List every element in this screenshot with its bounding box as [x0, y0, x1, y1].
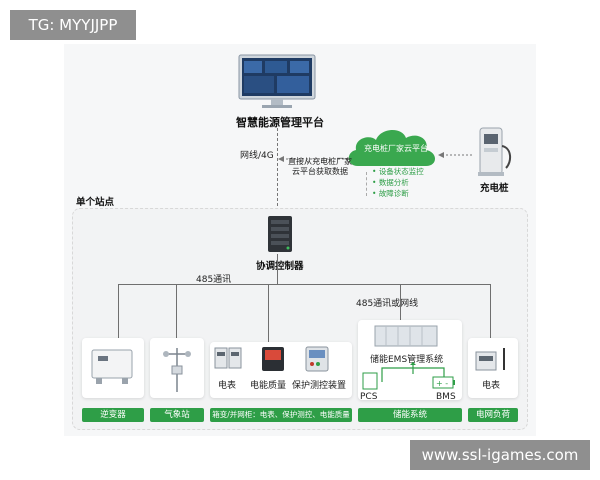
- link-platform-controller: [277, 128, 278, 216]
- cloud-source-note-2: 云平台获取数据: [292, 167, 348, 176]
- meter2-label: 电表: [482, 381, 501, 391]
- comm-485-net-label: 485通讯或网线: [356, 299, 419, 309]
- cloud-source-note-1: 直接从充电桩厂家: [288, 157, 352, 166]
- bus-drop: [400, 284, 401, 324]
- svg-text:+ -: + -: [436, 379, 448, 388]
- cloud-feature-item: • 设备状态监控: [372, 167, 424, 176]
- category-grid-load: 电网负荷: [468, 408, 518, 422]
- cloud-feature-box: [366, 172, 425, 196]
- cloud-platform-link: [278, 148, 348, 162]
- power-quality-label: 电能质量: [250, 381, 287, 391]
- station-title: 单个站点: [76, 197, 115, 208]
- cloud-feature-item: • 故障诊断: [372, 189, 409, 198]
- battery-icon: + -: [432, 374, 456, 389]
- watermark-bottom-right: www.ssl-igames.com: [410, 440, 590, 470]
- pcs-icon: [362, 372, 378, 390]
- pcs-bms-arrows: [378, 362, 448, 384]
- watermark-top-left: TG: MYYJJPP: [10, 10, 136, 40]
- charger-label: 充电桩: [480, 183, 509, 194]
- bms-label: BMS: [436, 392, 456, 402]
- category-grid-cabinet: 箱变/并网柜：电表、保护测控、电能质量: [210, 408, 352, 422]
- charger-cloud-link: [438, 144, 472, 158]
- bus-drop: [268, 284, 269, 342]
- charging-pile-icon: [472, 126, 518, 178]
- comm-485-label: 485通讯: [196, 275, 232, 285]
- meter-label: 电表: [218, 381, 237, 391]
- link-label: 网线/4G: [240, 151, 274, 161]
- weather-station-icon: [160, 342, 194, 394]
- cloud-feature-item: • 数据分析: [372, 178, 409, 187]
- cloud-title: 充电桩厂家云平台: [364, 144, 428, 153]
- meter-antenna-icon: [474, 344, 512, 372]
- controller-label: 协调控制器: [256, 261, 304, 272]
- monitor-icon: [238, 54, 316, 110]
- protection-label: 保护测控装置: [292, 381, 347, 391]
- category-inverter: 逆变器: [82, 408, 144, 422]
- meter-icon: [214, 346, 244, 372]
- bus-line: [118, 284, 490, 285]
- ems-label: 储能EMS管理系统: [370, 355, 444, 365]
- category-weather: 气象站: [150, 408, 204, 422]
- power-quality-icon: [260, 346, 286, 372]
- cloud-icon: [344, 124, 440, 170]
- bus-drop: [490, 284, 491, 338]
- protection-device-icon: [304, 346, 330, 372]
- pcs-label: PCS: [360, 392, 378, 402]
- inverter-icon: [88, 346, 138, 386]
- ems-container-icon: [374, 324, 438, 348]
- controller-bus-drop: [277, 254, 278, 284]
- category-storage: 储能系统: [358, 408, 462, 422]
- controller-icon: [264, 214, 296, 254]
- bus-drop: [176, 284, 177, 338]
- platform-label: 智慧能源管理平台: [236, 116, 324, 129]
- bus-drop: [118, 284, 119, 338]
